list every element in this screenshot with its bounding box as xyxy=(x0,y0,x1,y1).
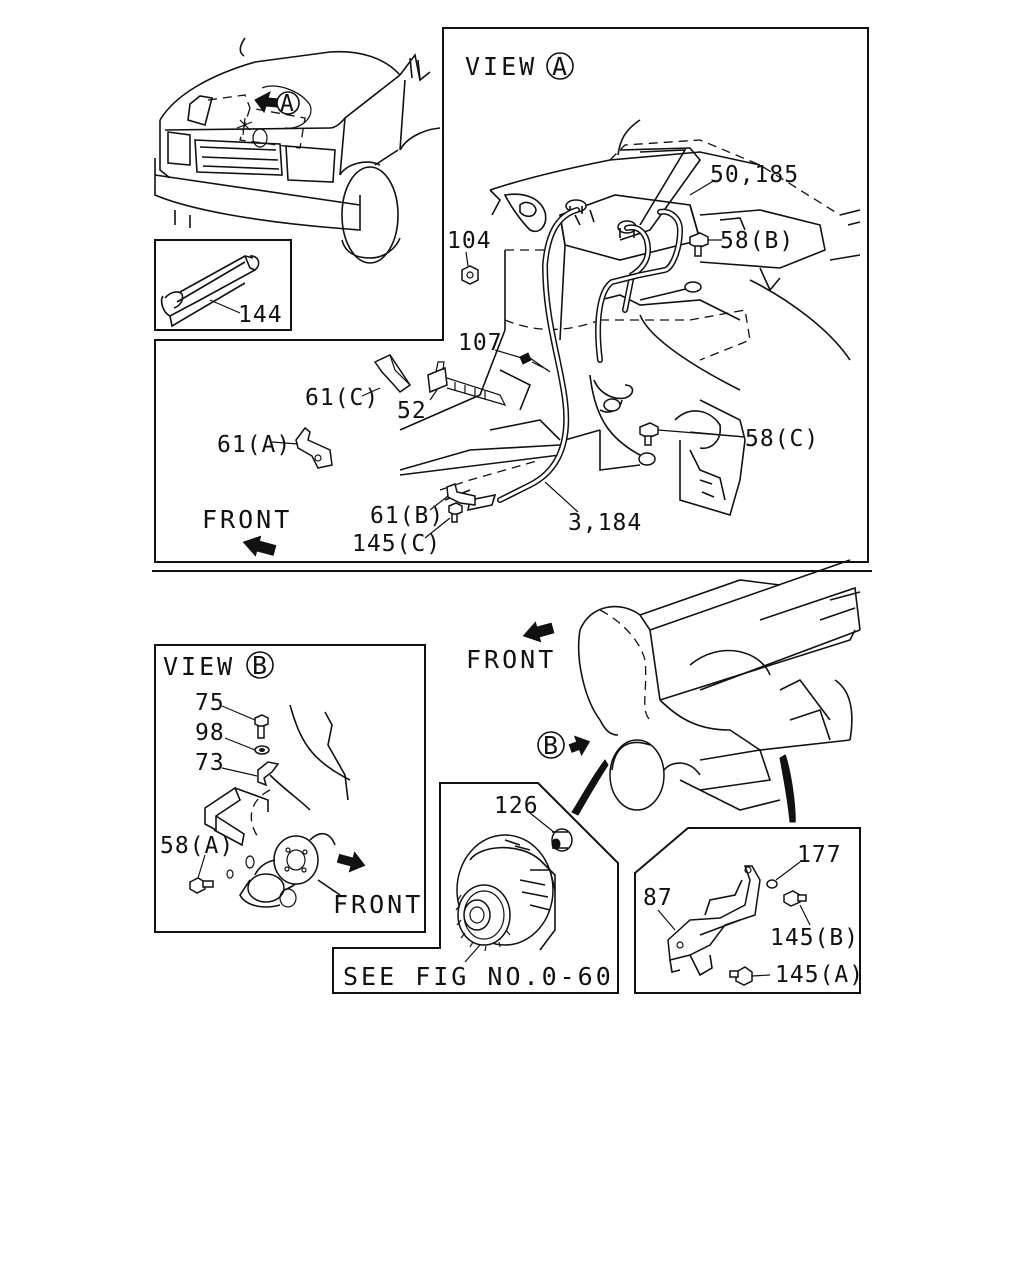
label-104: 104 xyxy=(447,228,492,254)
part-52-cable-tie xyxy=(427,361,507,406)
label-61b: 61(B) xyxy=(370,503,444,529)
part-61c-bracket xyxy=(373,354,412,394)
part-75-bolt xyxy=(254,714,269,739)
part-145c-bolt xyxy=(448,502,463,523)
label-98: 98 xyxy=(195,720,225,746)
front-arrow-icon xyxy=(568,735,591,757)
truck-front-illustration xyxy=(154,37,441,264)
label-145a: 145(A) xyxy=(775,962,864,988)
callout-b-letter: B xyxy=(543,731,561,760)
part-61a-bracket xyxy=(295,426,333,469)
label-61c: 61(C) xyxy=(305,385,379,411)
label-61a: 61(A) xyxy=(217,432,291,458)
part-145b-bolt xyxy=(783,890,807,907)
view-a-letter: A xyxy=(552,52,570,81)
view-callout-circle-icon xyxy=(276,91,300,115)
front-arrow-icon xyxy=(242,535,277,557)
callout-a-letter: A xyxy=(280,91,295,117)
label-58c: 58(C) xyxy=(745,426,819,452)
label-50-185: 50,185 xyxy=(710,162,799,188)
view-b-drawing xyxy=(204,704,351,908)
part-61b-bracket xyxy=(446,483,476,506)
front-label-view-a: FRONT xyxy=(202,505,292,534)
part-58b-bolt xyxy=(689,232,709,257)
bracket-87-drawing xyxy=(667,865,761,977)
label-58b: 58(B) xyxy=(720,228,794,254)
part-126-bushing xyxy=(551,828,573,852)
part-73-clip xyxy=(257,761,280,787)
view-b-callout: B xyxy=(537,731,591,760)
label-58a: 58(A) xyxy=(160,833,234,859)
bracket-frame xyxy=(634,827,861,994)
label-73: 73 xyxy=(195,750,225,776)
view-a-frame xyxy=(154,27,869,563)
view-callout-circle-icon xyxy=(546,52,574,80)
label-75: 75 xyxy=(195,690,225,716)
label-87: 87 xyxy=(643,885,673,911)
view-a-title: VIEW xyxy=(465,52,537,81)
part-144-clip xyxy=(160,255,260,328)
label-107: 107 xyxy=(458,330,503,356)
engine-drawing xyxy=(571,559,861,823)
see-fig-note: SEE FIG NO.0-60 xyxy=(343,962,614,991)
label-3-184: 3,184 xyxy=(568,510,642,536)
label-145c: 145(C) xyxy=(352,531,441,557)
view-a-callout: A xyxy=(276,91,300,117)
battery-cables xyxy=(466,207,702,512)
label-52: 52 xyxy=(397,398,427,424)
front-arrow-icon xyxy=(522,621,555,643)
front-label-engine: FRONT xyxy=(466,645,556,674)
part-58a-bolt xyxy=(189,877,214,894)
alternator-frame xyxy=(332,782,619,994)
view-b-letter: B xyxy=(252,651,270,680)
part-58c-bolt xyxy=(639,422,659,446)
view-callout-circle-icon xyxy=(246,651,274,679)
front-arrow-icon xyxy=(336,851,366,873)
part-177-washer xyxy=(766,879,778,889)
front-label-view-b: FRONT xyxy=(333,890,423,919)
view-b-title: VIEW xyxy=(163,652,235,681)
part-107-screw xyxy=(519,352,551,373)
label-145b: 145(B) xyxy=(770,925,859,951)
view-callout-circle-icon xyxy=(537,731,565,759)
view-b-frame xyxy=(154,644,426,933)
part-98-washer xyxy=(254,745,270,755)
part-145a-bolt xyxy=(729,966,753,986)
alternator-drawing xyxy=(455,834,556,952)
label-177: 177 xyxy=(797,842,842,868)
label-126: 126 xyxy=(494,793,539,819)
label-144: 144 xyxy=(238,302,283,328)
part-104-nut xyxy=(461,265,479,285)
inset-144-box xyxy=(154,239,292,331)
